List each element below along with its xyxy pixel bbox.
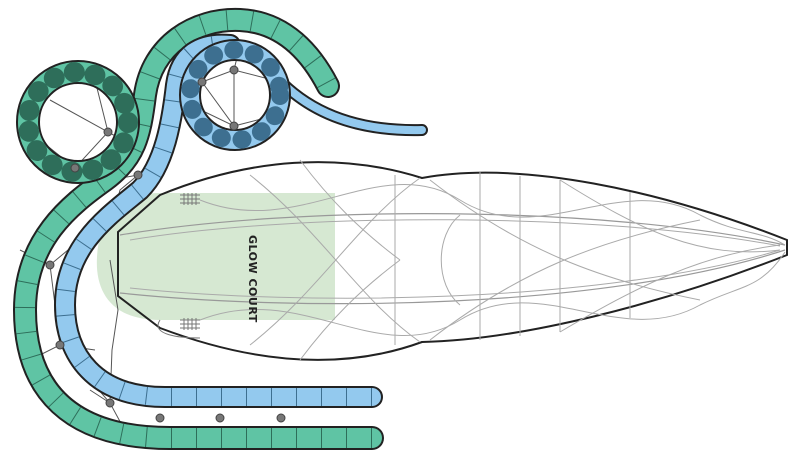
building (117, 159, 788, 361)
glow-court-label: GLOW COURT (246, 235, 259, 323)
outer-ribbon (12, 7, 384, 450)
inner-ribbon (53, 33, 428, 408)
network-nodes (45, 65, 286, 423)
